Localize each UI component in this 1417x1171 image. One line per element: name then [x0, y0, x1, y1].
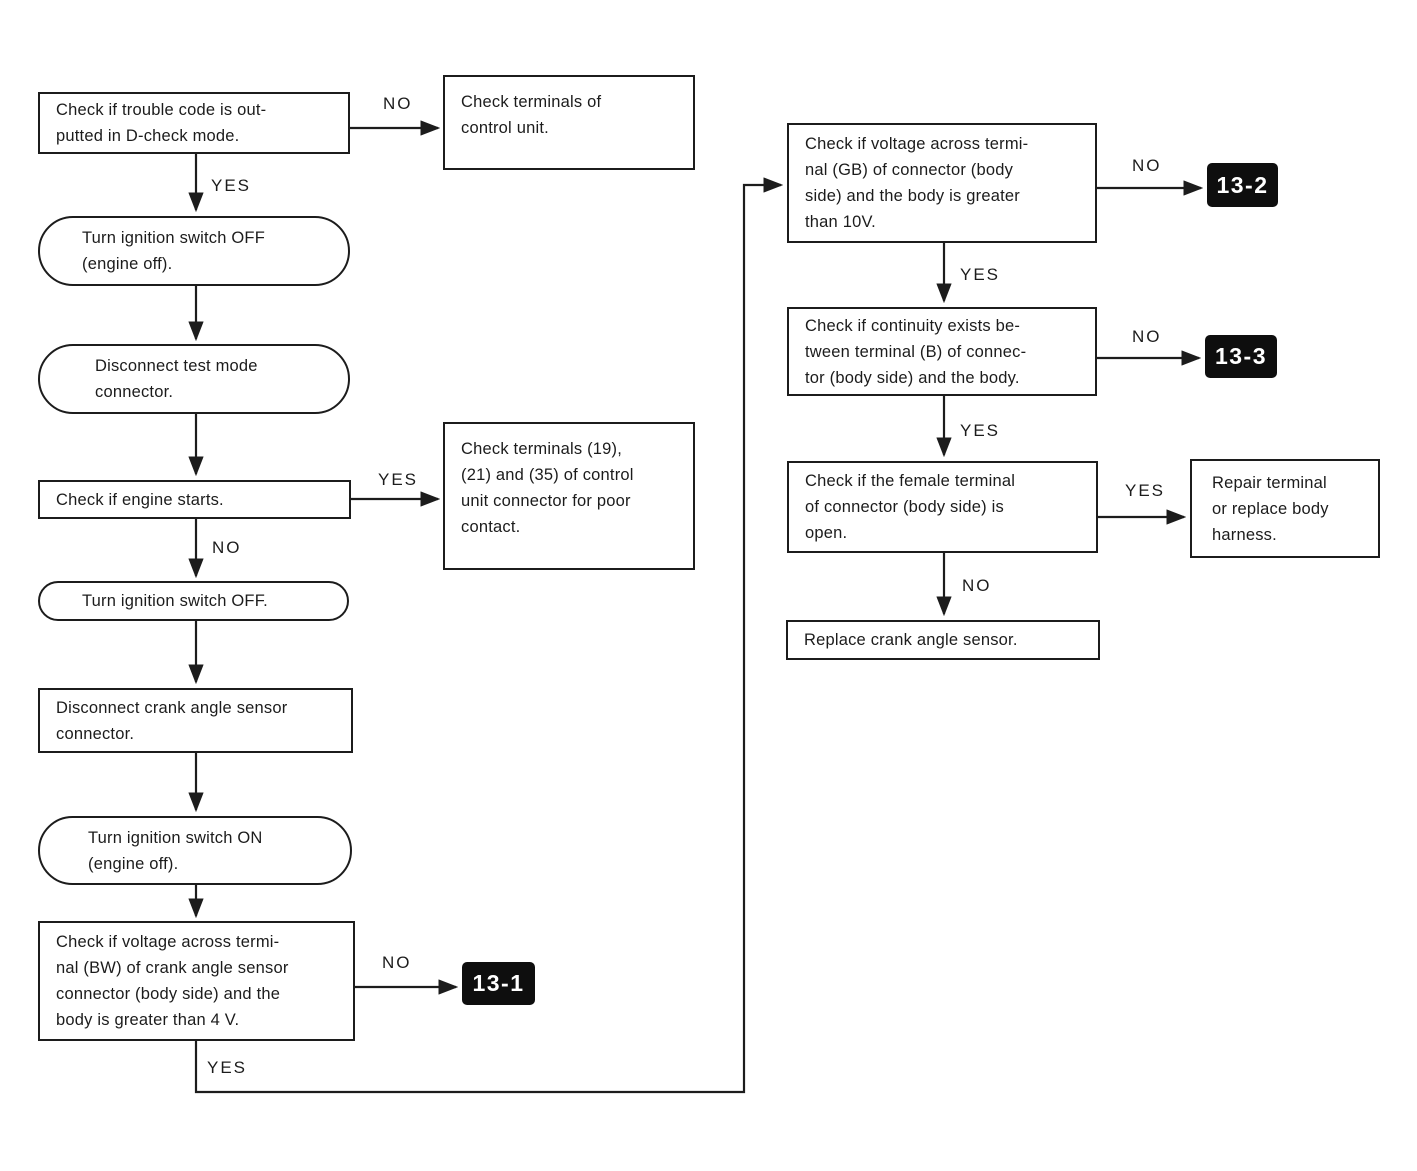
edge-label-no: NO — [1132, 327, 1162, 346]
edge-label-no: NO — [383, 94, 413, 113]
node-voltage-gb: Check if voltage across termi- nal (GB) … — [787, 123, 1097, 243]
node-text-line: Turn ignition switch ON — [88, 828, 263, 847]
goto-badge-13-2: 13-2 — [1207, 163, 1278, 207]
edge-label-no: NO — [962, 576, 992, 595]
node-text-line: (engine off). — [88, 854, 179, 873]
node-text-line: contact. — [461, 518, 521, 536]
node-text-line: or replace body — [1212, 499, 1329, 518]
node-ignition-off-engine-off: Turn ignition switch OFF (engine off). — [38, 216, 350, 286]
node-text-line: Check if trouble code is out- — [56, 101, 267, 119]
node-text-line: Replace crank angle sensor. — [804, 631, 1018, 649]
node-text-line: Check if the female terminal — [805, 472, 1016, 490]
node-text-line: Check if engine starts. — [56, 490, 224, 509]
node-text-line: Check if voltage across termi- — [805, 135, 1029, 153]
node-text-line: (engine off). — [82, 255, 173, 273]
edge-label-yes: YES — [960, 421, 1001, 440]
edge-label-no: NO — [212, 538, 242, 557]
node-text-line: tween terminal (B) of connec- — [805, 342, 1027, 361]
node-text-line: connector. — [56, 724, 135, 743]
goto-badge-13-3: 13-3 — [1205, 335, 1277, 378]
node-repair-terminal: Repair terminal or replace body harness. — [1190, 459, 1380, 558]
node-ignition-off: Turn ignition switch OFF. — [38, 581, 349, 621]
node-text-line: harness. — [1212, 525, 1277, 544]
node-text-line: connector. — [95, 383, 174, 401]
node-text-line: than 10V. — [805, 213, 876, 231]
node-text-line: Turn ignition switch OFF. — [82, 592, 268, 610]
node-check-terminals-19-21-35: Check terminals (19), (21) and (35) of c… — [443, 422, 695, 570]
node-text-line: Check terminals of — [461, 93, 602, 111]
node-text-line: Check terminals (19), — [461, 440, 622, 458]
node-text-line: body is greater than 4 V. — [56, 1011, 240, 1029]
node-text-line: (21) and (35) of control — [461, 466, 634, 484]
edge-label-no: NO — [382, 953, 412, 972]
node-text-line: Check if continuity exists be- — [805, 316, 1021, 335]
node-trouble-code: Check if trouble code is out- putted in … — [38, 92, 350, 154]
node-text-line: Disconnect test mode — [95, 357, 258, 375]
node-text-line: tor (body side) and the body. — [805, 368, 1020, 387]
node-female-terminal: Check if the female terminal of connecto… — [787, 461, 1098, 553]
node-disconnect-test-mode: Disconnect test mode connector. — [38, 344, 350, 414]
node-text-line: nal (GB) of connector (body — [805, 161, 1014, 179]
edge-label-yes: YES — [378, 470, 419, 489]
node-text-line: open. — [805, 524, 848, 542]
goto-badge-13-1: 13-1 — [462, 962, 535, 1005]
node-text-line: of connector (body side) is — [805, 498, 1004, 516]
node-replace-sensor: Replace crank angle sensor. — [786, 620, 1100, 660]
node-engine-starts: Check if engine starts. — [38, 480, 351, 519]
node-text-line: Check if voltage across termi- — [56, 933, 280, 951]
node-disconnect-crank-sensor: Disconnect crank angle sensor connector. — [38, 688, 353, 753]
node-text-line: control unit. — [461, 119, 549, 137]
node-check-terminals-control-unit: Check terminals of control unit. — [443, 75, 695, 170]
node-text-line: Turn ignition switch OFF — [82, 229, 265, 247]
node-text-line: Disconnect crank angle sensor — [56, 698, 288, 717]
edge-label-yes: YES — [207, 1058, 248, 1077]
node-text-line: Repair terminal — [1212, 473, 1327, 492]
edge-label-yes: YES — [960, 265, 1001, 284]
node-text-line: side) and the body is greater — [805, 187, 1020, 205]
edge-label-yes: YES — [1125, 481, 1166, 500]
edge-label-yes: YES — [211, 176, 252, 195]
node-ignition-on-engine-off: Turn ignition switch ON (engine off). — [38, 816, 352, 885]
node-continuity-b: Check if continuity exists be- tween ter… — [787, 307, 1097, 396]
node-text-line: unit connector for poor — [461, 492, 631, 510]
node-text-line: connector (body side) and the — [56, 985, 281, 1003]
node-text-line: putted in D-check mode. — [56, 127, 240, 145]
node-text-line: nal (BW) of crank angle sensor — [56, 959, 289, 977]
edge-label-no: NO — [1132, 156, 1162, 175]
node-voltage-bw: Check if voltage across termi- nal (BW) … — [38, 921, 355, 1041]
